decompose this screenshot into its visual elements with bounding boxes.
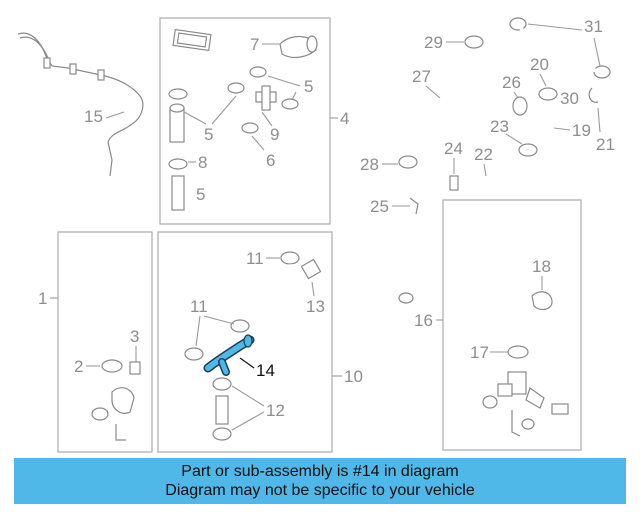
part-t-fitting — [255, 85, 277, 111]
part-12-clamps — [212, 377, 232, 441]
callout-3: 3 — [130, 327, 139, 346]
part-27-hose — [394, 44, 510, 138]
callout-11-b: 11 — [190, 297, 208, 316]
callout-22: 22 — [474, 145, 493, 164]
callout-21: 21 — [596, 135, 615, 154]
part-clamp-box4-left — [168, 82, 245, 100]
part-20-oring — [538, 87, 558, 101]
group-box-4 — [159, 17, 331, 225]
callout-10: 10 — [344, 367, 363, 386]
part-clamp-top-right — [509, 17, 527, 31]
callout-11-a: 11 — [246, 249, 264, 268]
part-clamp-11-mid — [184, 319, 250, 361]
part-box10-hose — [251, 264, 302, 352]
part-box4-gasket — [172, 28, 212, 52]
part-15-tube — [17, 32, 144, 177]
callout-7: 7 — [250, 35, 259, 54]
callout-8: 8 — [198, 153, 207, 172]
callout-14: 14 — [256, 361, 275, 380]
info-banner: Part or sub-assembly is #14 in diagram D… — [14, 458, 626, 504]
part-clamp-29 — [464, 35, 484, 49]
parts-diagram: 15 7 5 5 9 6 — [17, 17, 617, 453]
part-box4-small-hose — [210, 54, 242, 76]
part-22-elbow — [472, 172, 514, 192]
callout-2: 2 — [74, 357, 83, 376]
callout-29: 29 — [424, 33, 443, 52]
group-box-1 — [57, 231, 153, 453]
callout-19: 19 — [572, 121, 591, 140]
part-26-oring — [512, 96, 528, 116]
part-16-hose — [459, 204, 524, 332]
part-box4-elbow — [231, 141, 252, 174]
part-box4-vertical-fitting — [169, 103, 185, 143]
part-24-bracket — [449, 175, 459, 191]
callout-6: 6 — [266, 151, 275, 170]
callout-27: 27 — [412, 67, 431, 86]
callout-5-c: 5 — [196, 185, 205, 204]
callout-26: 26 — [502, 73, 521, 92]
callout-18: 18 — [532, 257, 551, 276]
callout-24: 24 — [444, 139, 463, 158]
part-clamp-8 — [168, 158, 188, 170]
callout-5-b: 5 — [204, 125, 213, 144]
callout-16: 16 — [414, 311, 433, 330]
part-13-sensor — [300, 258, 322, 280]
callout-23: 23 — [490, 117, 509, 136]
callout-20: 20 — [530, 55, 549, 74]
part-clamp-28 — [398, 155, 418, 169]
callout-13: 13 — [306, 297, 325, 316]
callout-1: 1 — [38, 289, 47, 308]
part-clamp-31 — [593, 65, 611, 79]
part-7-connector — [279, 35, 318, 59]
callout-4: 4 — [340, 109, 349, 128]
part-box10-lower-hose — [165, 373, 209, 407]
part-30-hose — [520, 28, 596, 72]
part-box1-bottom-fittings — [91, 387, 135, 441]
part-19-pipe — [541, 115, 617, 190]
part-clamp-17 — [507, 345, 529, 359]
callout-28: 28 — [360, 155, 379, 174]
part-clamp-2 — [101, 359, 123, 373]
banner-line-2: Diagram may not be specific to your vehi… — [165, 482, 475, 499]
banner-line-1: Part or sub-assembly is #14 in diagram — [181, 463, 459, 480]
callout-30: 30 — [560, 89, 579, 108]
part-25-hose — [398, 196, 420, 304]
part-box4-lower-fitting — [171, 175, 185, 211]
part-18-bracket — [531, 291, 553, 311]
callout-5-a: 5 — [304, 77, 313, 96]
callout-25: 25 — [370, 197, 389, 216]
callout-12: 12 — [266, 401, 285, 420]
group-box-16 — [442, 199, 582, 451]
part-clamp-23 — [518, 143, 538, 157]
part-box1-upper-hose — [65, 247, 141, 345]
callout-9: 9 — [270, 125, 279, 144]
part-14-hose-highlighted — [203, 334, 255, 376]
part-clamp-5-right — [281, 98, 299, 110]
part-clamp-11-top — [280, 251, 300, 265]
callout-31: 31 — [584, 17, 603, 36]
callout-15: 15 — [84, 107, 103, 126]
part-box16-fittings — [482, 371, 569, 437]
part-clip-21 — [588, 87, 599, 103]
callout-17: 17 — [470, 343, 489, 362]
part-clamp-9 — [241, 122, 259, 134]
group-box-10 — [157, 231, 333, 453]
part-clamp-5-top — [249, 66, 267, 78]
part-box4-long-hose — [236, 118, 324, 218]
part-3-sensor — [129, 361, 141, 375]
